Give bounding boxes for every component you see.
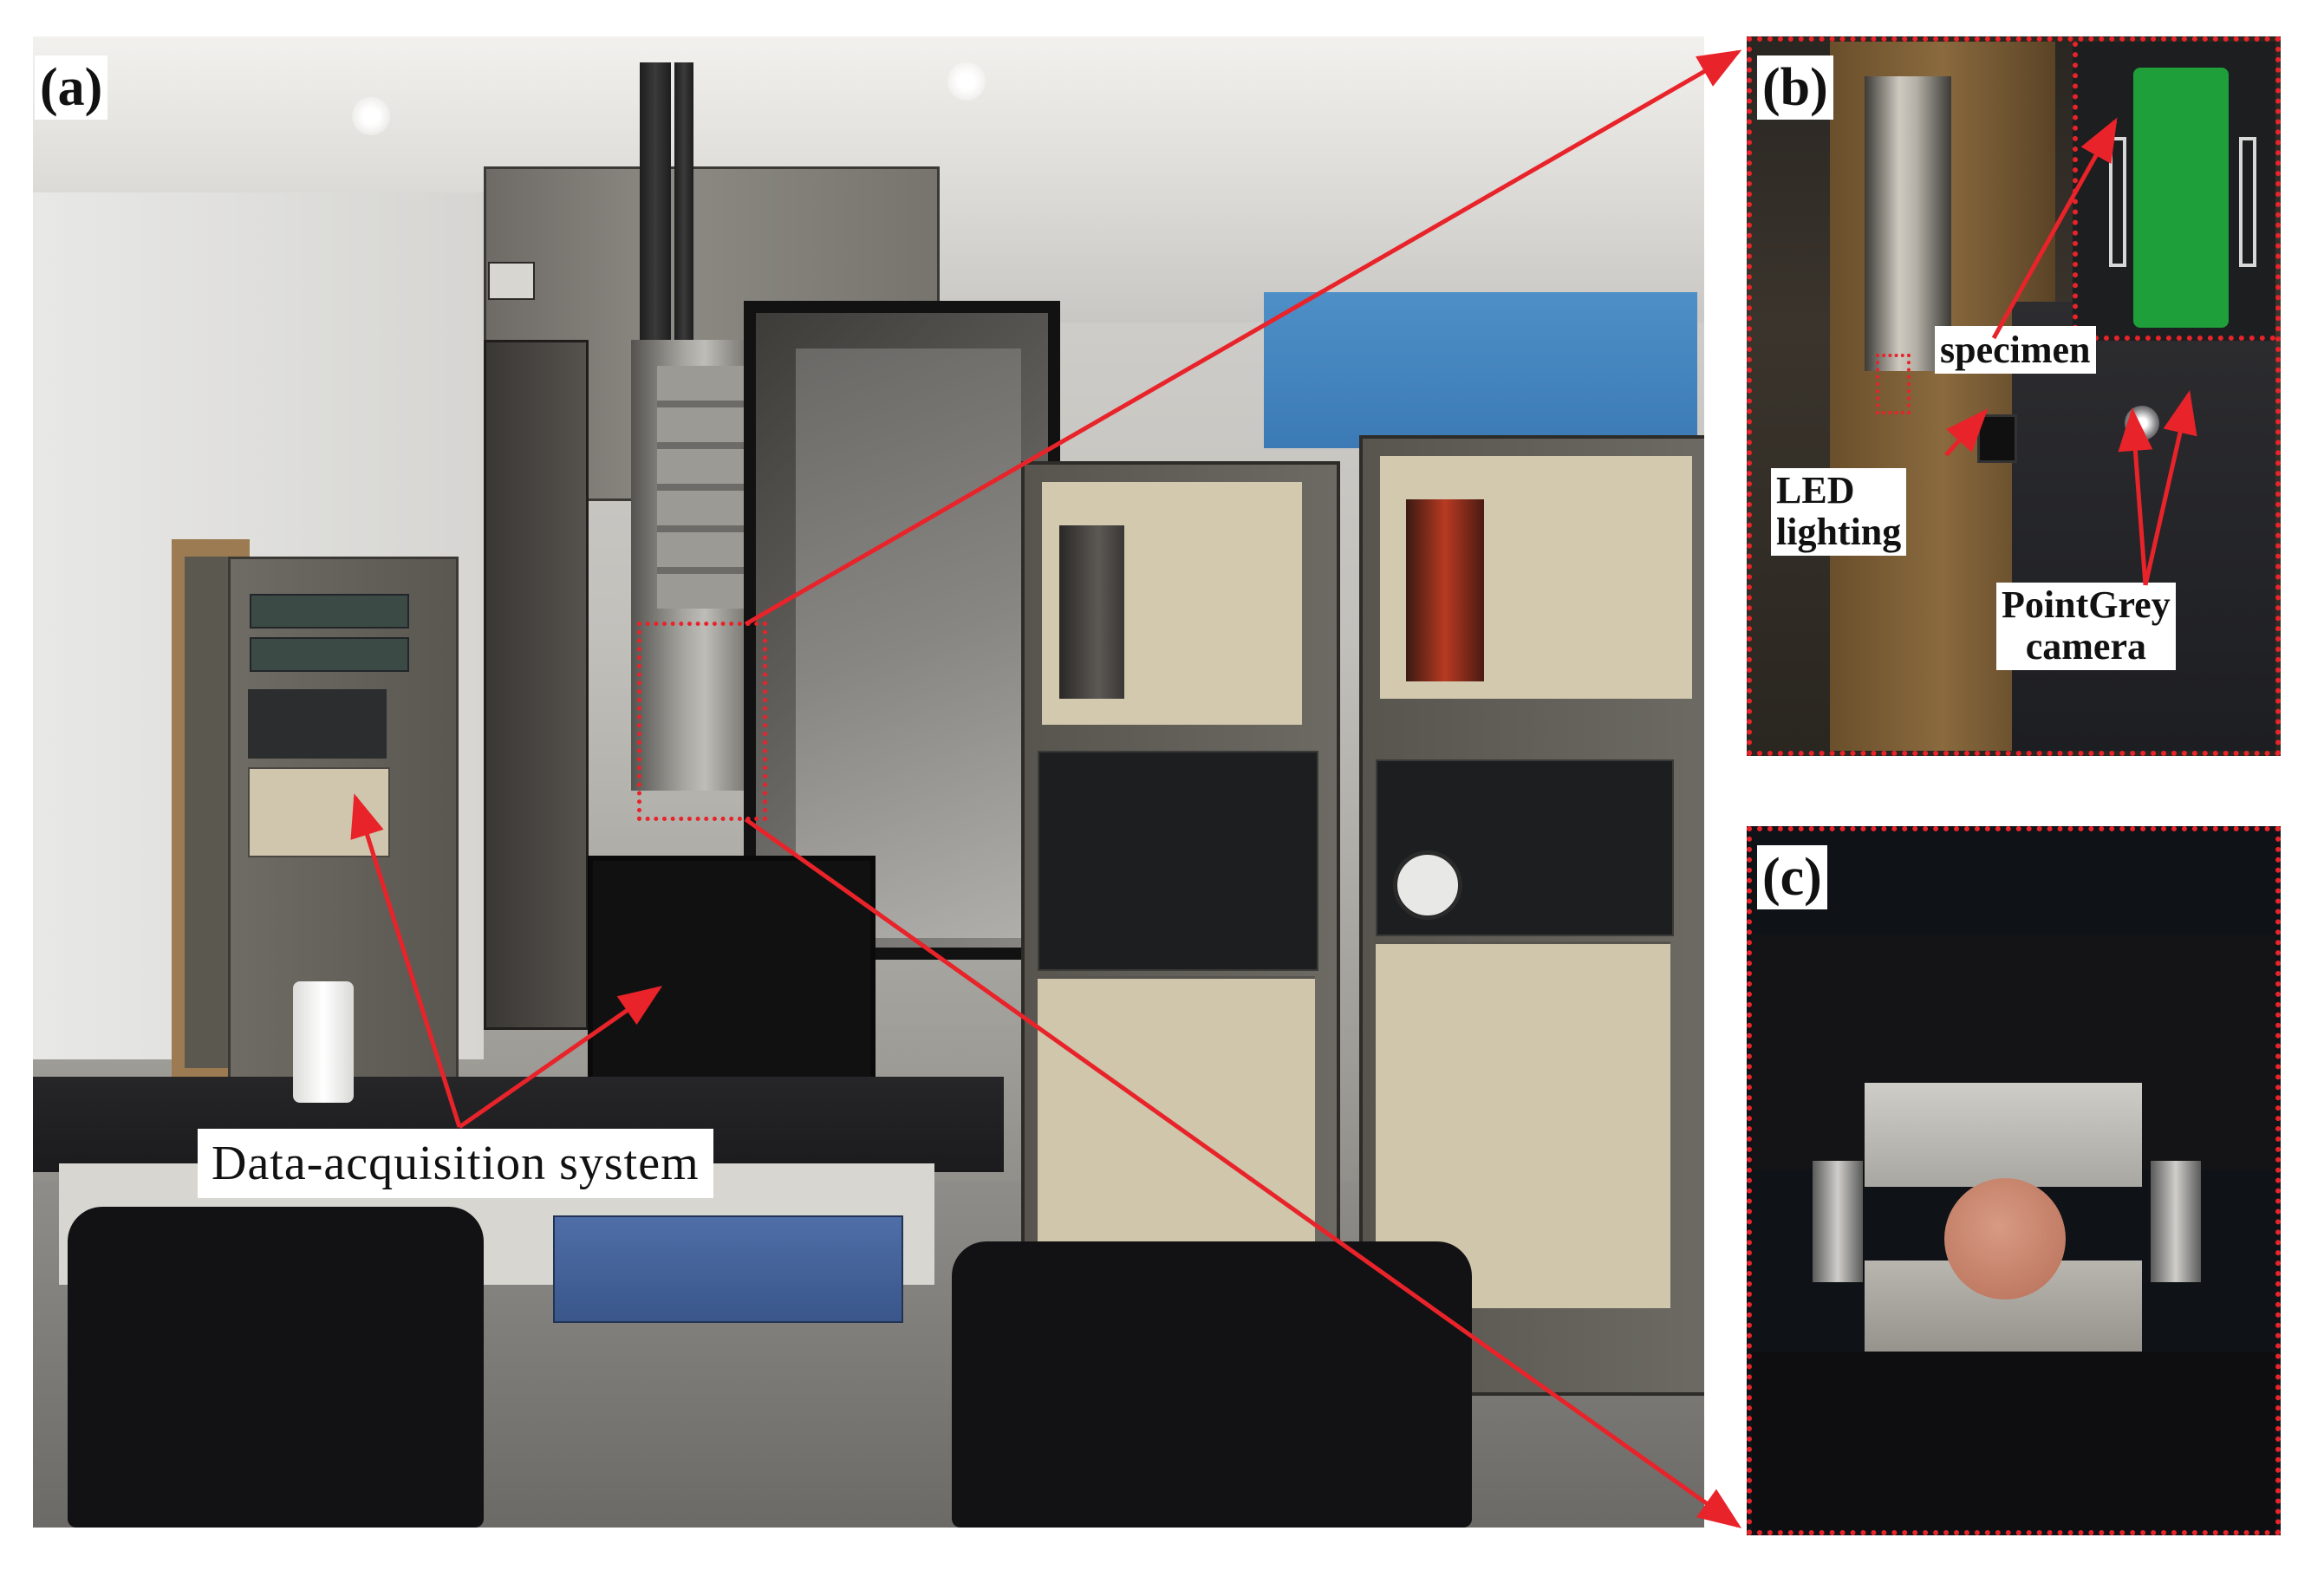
guide-rod-left bbox=[1813, 1161, 1863, 1282]
disk-specimen bbox=[1944, 1178, 2066, 1300]
ceiling-light bbox=[947, 62, 986, 101]
guide-rod-right bbox=[2151, 1161, 2201, 1282]
led-lighting-label: LED lighting bbox=[1771, 468, 1907, 556]
speckle-pattern-specimen bbox=[2133, 68, 2229, 328]
machine-column bbox=[640, 62, 671, 392]
camera-label-line2: camera bbox=[2025, 625, 2146, 668]
grip-left bbox=[2109, 137, 2126, 267]
arrow-to-panel-b bbox=[744, 49, 1742, 627]
control-cabinet-2 bbox=[1359, 435, 1704, 1396]
actuator bbox=[657, 366, 744, 609]
machine-column bbox=[674, 62, 693, 392]
background-equipment bbox=[2012, 302, 2275, 751]
arrow-to-camera-2 bbox=[2143, 390, 2197, 586]
camera-label-line1: PointGrey bbox=[2002, 583, 2171, 626]
arrow-to-panel-c bbox=[744, 817, 1742, 1528]
data-acquisition-rack bbox=[228, 557, 459, 1117]
panel-b-letter: (b) bbox=[1757, 55, 1833, 121]
specimen-roi-box bbox=[1876, 354, 1911, 414]
pressure-gauge bbox=[1393, 850, 1462, 920]
led-label-line2: lighting bbox=[1776, 511, 1902, 554]
rack-instrument bbox=[248, 689, 387, 759]
specimen-label: specimen bbox=[1935, 326, 2096, 374]
rack-module bbox=[250, 637, 409, 672]
led-label-line1: LED bbox=[1776, 469, 1855, 511]
upper-loading-plate bbox=[1865, 1083, 2142, 1187]
schematic-panel bbox=[1038, 751, 1318, 971]
grip-right bbox=[2239, 137, 2256, 267]
glass-reflection bbox=[796, 349, 1021, 938]
cabinet-door bbox=[484, 340, 589, 1030]
panel-c-letter: (c) bbox=[1757, 845, 1827, 910]
desk-drawer bbox=[553, 1215, 903, 1323]
panel-a-letter: (a) bbox=[35, 55, 108, 121]
cabinet-window bbox=[1406, 499, 1484, 681]
arrow-to-led bbox=[1944, 408, 1989, 457]
region-of-interest-box bbox=[637, 622, 767, 821]
machine-badge bbox=[488, 262, 535, 300]
panel-a-lab-photo bbox=[33, 36, 1704, 1528]
office-chair bbox=[952, 1241, 1472, 1528]
cabinet-window bbox=[1059, 525, 1124, 699]
window-blind bbox=[1264, 292, 1697, 448]
rack-module bbox=[250, 594, 409, 629]
data-acquisition-label: Data-acquisition system bbox=[198, 1129, 713, 1198]
paper-towel-roll bbox=[293, 981, 354, 1103]
arrow-specimen-to-inset bbox=[1991, 117, 2118, 340]
arrow-to-camera-1 bbox=[2118, 407, 2153, 586]
arrow-to-rack bbox=[350, 793, 462, 1128]
lower-fixture bbox=[1752, 1352, 2275, 1530]
arrow-to-monitor bbox=[458, 986, 663, 1130]
office-chair bbox=[68, 1207, 484, 1528]
panel-c-specimen-closeup bbox=[1747, 826, 2281, 1535]
load-column bbox=[1865, 76, 1951, 371]
ceiling-light bbox=[352, 97, 390, 135]
pointgrey-camera-label: PointGrey camera bbox=[1996, 583, 2176, 670]
